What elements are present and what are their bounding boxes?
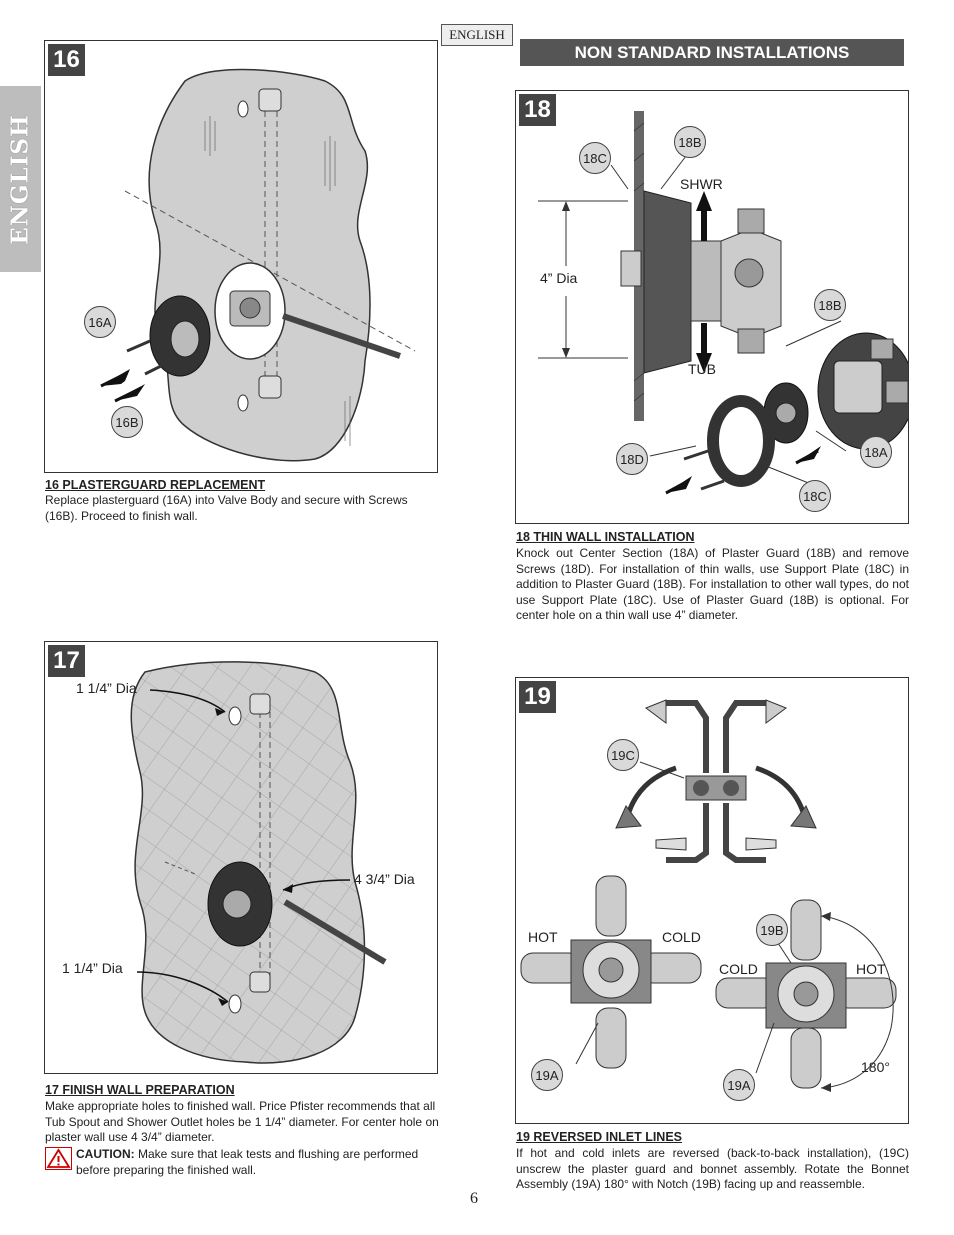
figure-16-caption-title: 16 PLASTERGUARD REPLACEMENT [45, 478, 266, 492]
language-side-tab: ENGLISH [0, 86, 41, 272]
figure-17-caption-text: Make appropriate holes to finished wall.… [45, 1099, 439, 1144]
figure-19-illustration [520, 699, 897, 1092]
caution-text: Make sure that leak tests and flushing a… [76, 1147, 419, 1177]
label-shower: SHWR [680, 176, 723, 192]
page-number: 6 [470, 1190, 478, 1207]
callout-16b: 16B [111, 406, 143, 438]
callout-18c-top: 18C [579, 142, 611, 174]
label-center-hole-dia: 4 3/4” Dia [354, 871, 415, 887]
caution-word: CAUTION: [76, 1147, 135, 1161]
figure-17-illustration [130, 661, 387, 1064]
callout-18b-top: 18B [674, 126, 706, 158]
label-4-dia: 4” Dia [540, 270, 578, 286]
figure-19-panel: 19 19C 19B [515, 677, 909, 1124]
language-label: ENGLISH [441, 24, 513, 46]
label-tub: TUB [688, 361, 716, 377]
figure-19-number: 19 [519, 681, 556, 713]
figure-17-caption-title: 17 FINISH WALL PREPARATION [45, 1083, 235, 1097]
figure-18-caption-title: 18 THIN WALL INSTALLATION [516, 530, 695, 544]
callout-18c-bottom: 18C [799, 480, 831, 512]
callout-18b-right: 18B [814, 289, 846, 321]
figure-16-number: 16 [48, 44, 85, 76]
figure-18-illustration [538, 111, 908, 495]
label-right-cold: COLD [719, 961, 758, 977]
label-left-hot: HOT [528, 929, 558, 945]
figure-17-panel: 17 1 1/4” Dia 4 3/4” Dia 1 1/4” Dia [44, 641, 438, 1074]
figure-16-caption-text: Replace plasterguard (16A) into Valve Bo… [45, 493, 408, 523]
label-left-cold: COLD [662, 929, 701, 945]
section-title: NON STANDARD INSTALLATIONS [520, 39, 904, 66]
figure-18-panel: 18 [515, 90, 909, 524]
callout-19c: 19C [607, 739, 639, 771]
figure-18-caption-text: Knock out Center Section (18A) of Plaste… [516, 546, 909, 622]
figure-19-caption-text: If hot and cold inlets are reversed (bac… [516, 1146, 909, 1191]
figure-18-number: 18 [519, 94, 556, 126]
figure-17-number: 17 [48, 645, 85, 677]
figure-19-caption-title: 19 REVERSED INLET LINES [516, 1130, 683, 1144]
callout-18a: 18A [860, 436, 892, 468]
callout-16a: 16A [84, 306, 116, 338]
label-bottom-hole-dia: 1 1/4” Dia [62, 960, 123, 976]
callout-19a-left: 19A [531, 1059, 563, 1091]
callout-19b: 19B [756, 914, 788, 946]
callout-19a-right: 19A [723, 1069, 755, 1101]
caution-note: CAUTION: Make sure that leak tests and f… [45, 1147, 440, 1178]
label-rotation-angle: 180° [861, 1059, 890, 1075]
figure-16-panel: 16 16A 16B [44, 40, 438, 473]
figure-16-illustration [100, 68, 416, 462]
warning-icon [45, 1147, 72, 1170]
label-right-hot: HOT [856, 961, 886, 977]
callout-18d: 18D [616, 443, 648, 475]
label-top-hole-dia: 1 1/4” Dia [76, 680, 137, 696]
